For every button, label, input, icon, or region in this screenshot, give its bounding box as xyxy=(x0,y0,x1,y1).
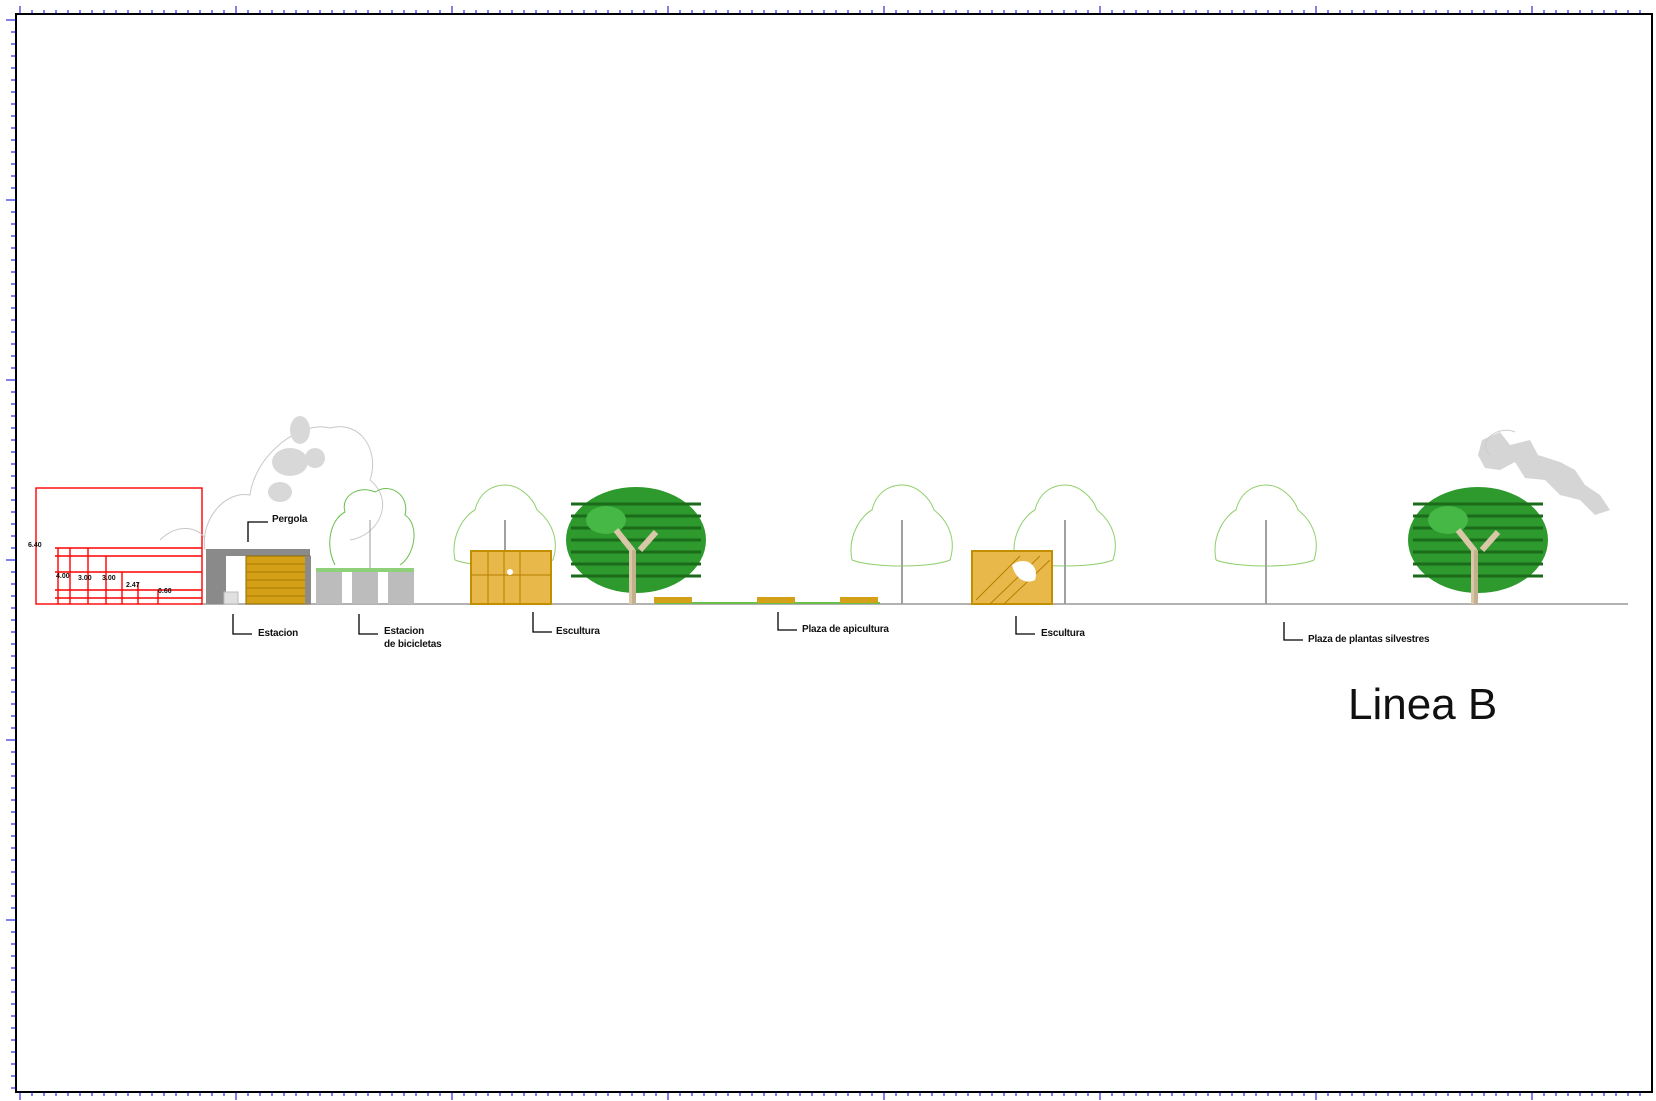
outline-tree xyxy=(1214,484,1317,604)
label-plaza-plantas-silvestres: Plaza de plantas silvestres xyxy=(1308,634,1430,645)
dimension-2-47: 2.47 xyxy=(126,582,140,589)
background-cloud-trees xyxy=(159,426,384,551)
sculpture-2 xyxy=(971,550,1053,605)
dimension-3-00-a: 3.00 xyxy=(78,575,92,582)
dark-green-tree xyxy=(1408,487,1548,604)
sheet-frame xyxy=(15,13,1653,1093)
sculpture-1 xyxy=(470,550,552,605)
apicultura-benches xyxy=(654,597,878,603)
label-estacion-bicicletas-line2: de bicicletas xyxy=(384,639,442,650)
label-estacion-bicicletas-line1: Estacion xyxy=(384,626,425,637)
background-grey-tree-right xyxy=(1478,429,1610,515)
ruler-ticks xyxy=(6,6,1641,1100)
leader-lines xyxy=(232,521,1303,641)
label-escultura-2: Escultura xyxy=(1041,628,1085,639)
label-estacion: Estacion xyxy=(258,628,299,639)
dimension-6-40: 6.40 xyxy=(28,542,42,549)
dark-green-tree xyxy=(566,487,706,604)
label-plaza-apicultura: Plaza de apicultura xyxy=(802,624,889,635)
label-escultura-1: Escultura xyxy=(556,626,600,637)
background-dots-cluster xyxy=(268,416,325,502)
outline-tree xyxy=(850,484,953,604)
dimension-block xyxy=(35,487,203,605)
dimension-0-60: 0.60 xyxy=(158,588,172,595)
bike-planters xyxy=(316,568,414,604)
label-pergola: Pergola xyxy=(272,514,308,525)
drawing-title: Linea B xyxy=(1348,680,1498,729)
dimension-3-00-b: 3.00 xyxy=(102,575,116,582)
pergola xyxy=(206,549,311,605)
dark-green-trees xyxy=(566,487,1548,604)
dimension-4-00: 4.00 xyxy=(56,573,70,580)
